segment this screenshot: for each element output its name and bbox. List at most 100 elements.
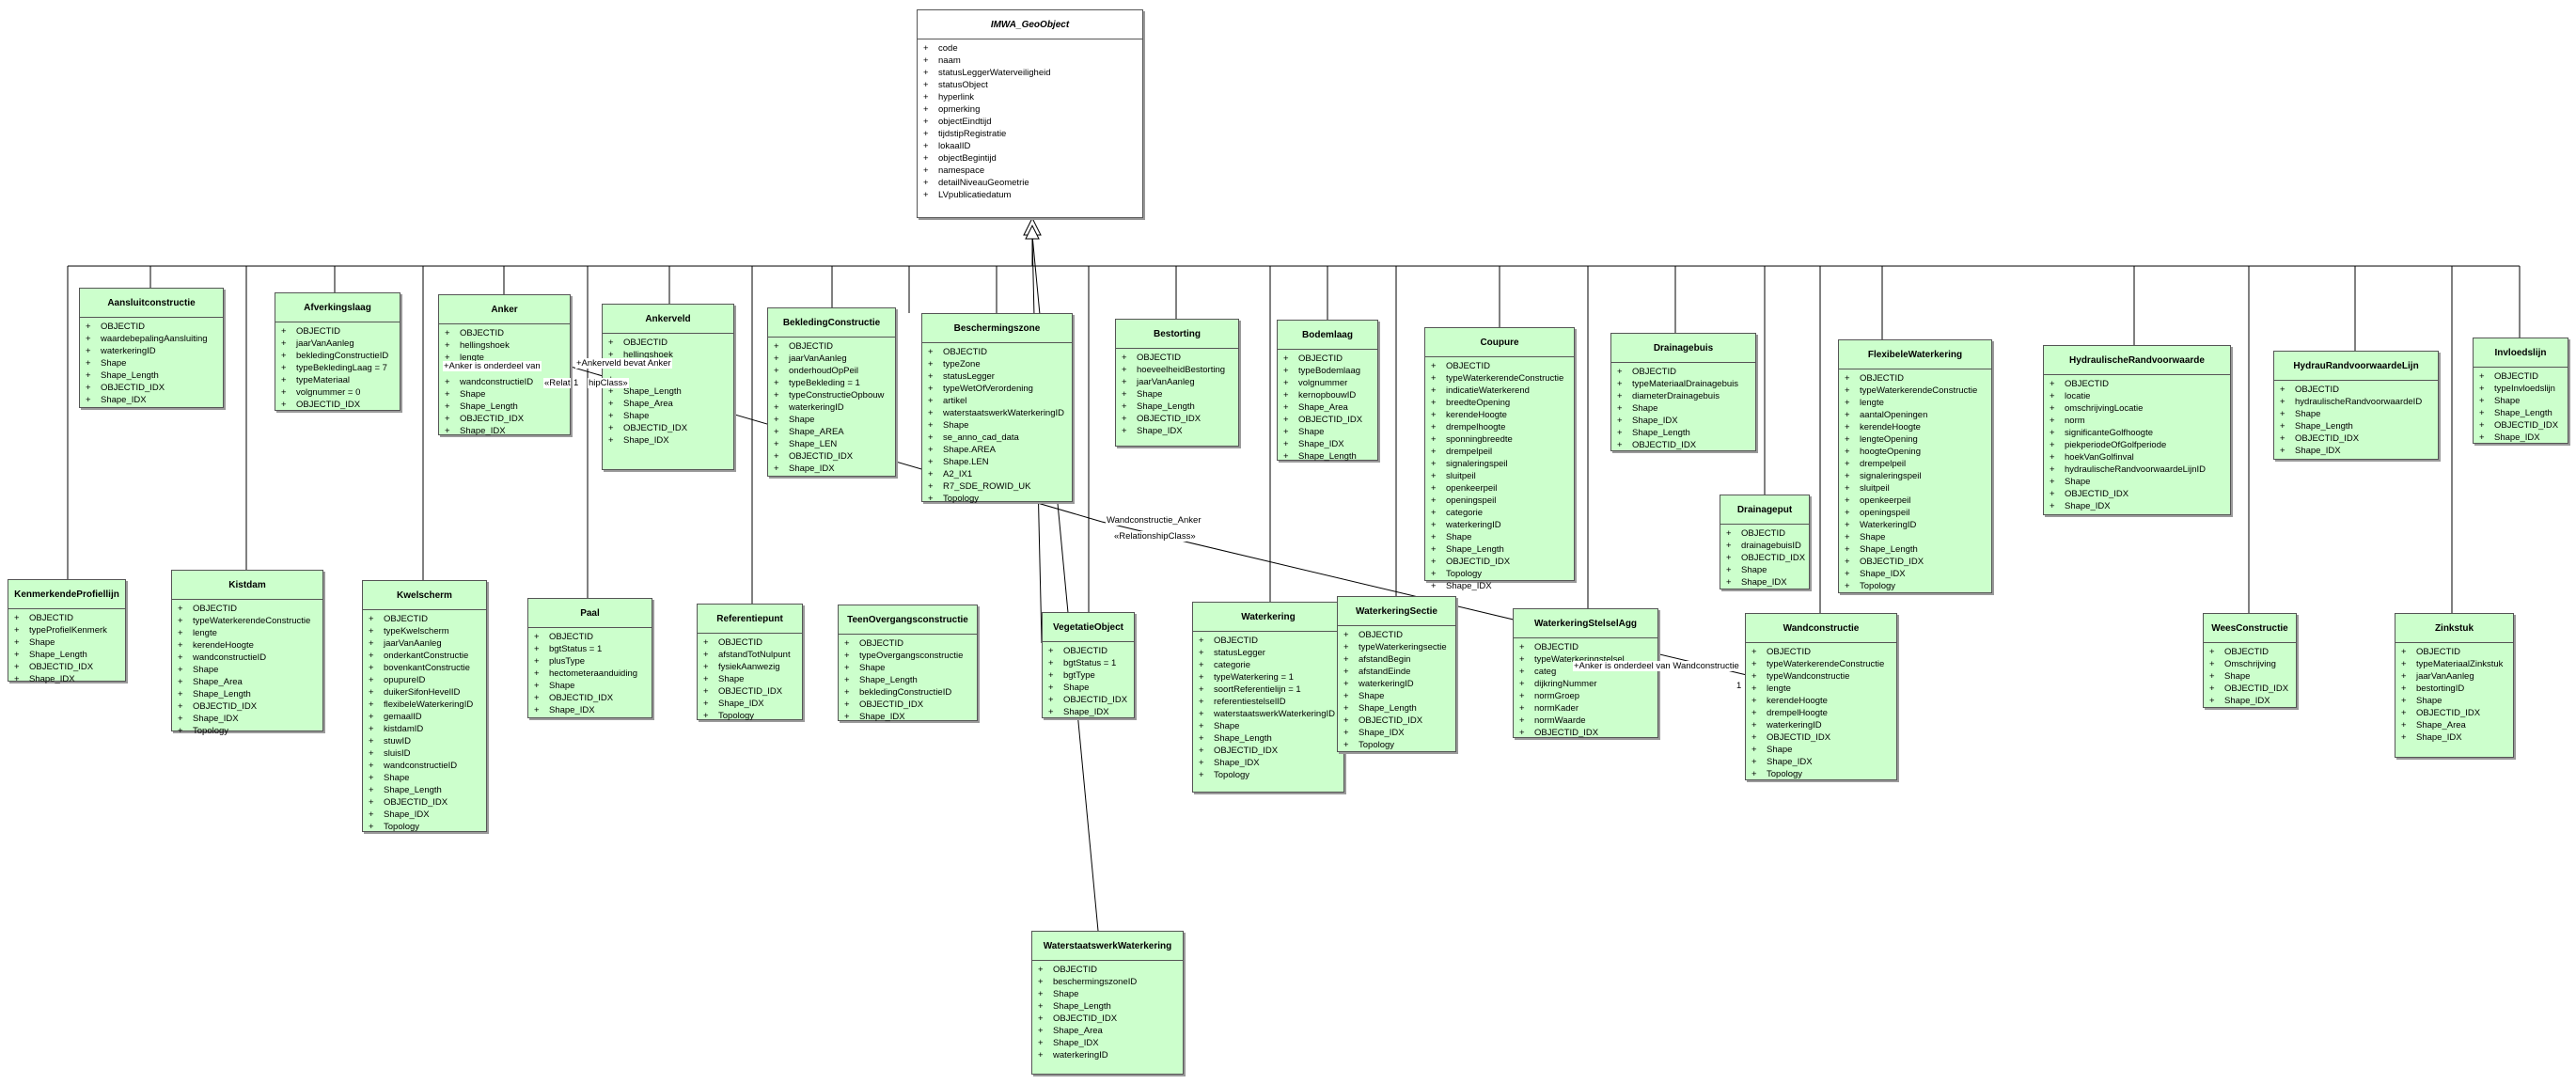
visibility-marker: + — [1431, 459, 1437, 469]
attribute-row: +Shape_IDX — [1116, 425, 1238, 437]
class-referentiepunt[interactable]: Referentiepunt +OBJECTID+afstandTotNulpu… — [697, 604, 803, 721]
attribute-name: openingspeil — [1860, 508, 1910, 518]
visibility-marker: + — [1431, 520, 1437, 530]
class-paal[interactable]: Paal +OBJECTID+bgtStatus = 1+plusType+he… — [527, 598, 652, 718]
class-imwa-geoobject[interactable]: IMWA_GeoObject +code+naam+statusLeggerWa… — [917, 9, 1143, 218]
class-wandconstructie[interactable]: Wandconstructie +OBJECTID+typeWaterkeren… — [1745, 613, 1897, 780]
visibility-marker: + — [1617, 391, 1623, 401]
visibility-marker: + — [774, 378, 779, 388]
attribute-name: OBJECTID_IDX — [1053, 1013, 1118, 1024]
attribute-row: +OBJECTID — [698, 636, 802, 649]
class-aansluitconstructie[interactable]: Aansluitconstructie +OBJECTID+waardebepa… — [79, 288, 224, 408]
class-drainagebuis[interactable]: Drainagebuis +OBJECTID+typeMateriaalDrai… — [1610, 333, 1756, 451]
class-hydraulischerandvoorwaarde[interactable]: HydraulischeRandvoorwaarde +OBJECTID+loc… — [2043, 345, 2231, 515]
class-coupure[interactable]: Coupure +OBJECTID+typeWaterkerendeConstr… — [1424, 327, 1575, 591]
attribute-row: +drempelpeil — [1839, 458, 1991, 470]
attribute-row: +aantalOpeningen — [1839, 409, 1991, 421]
attribute-list: +OBJECTID+hoeveelheidBestorting+jaarVanA… — [1116, 349, 1238, 440]
attribute-row: +kernopbouwID — [1278, 389, 1377, 401]
class-waterkeringsectie[interactable]: WaterkeringSectie +OBJECTID+typeWaterker… — [1337, 596, 1456, 752]
visibility-marker: + — [2401, 720, 2407, 731]
visibility-marker: + — [844, 663, 850, 673]
attribute-name: fysiekAanwezig — [718, 662, 780, 672]
attribute-name: afstandTotNulpunt — [718, 650, 791, 660]
attribute-name: OBJECTID — [2416, 647, 2460, 657]
attribute-name: onderhoudOpPeil — [789, 366, 858, 376]
attribute-name: Shape_IDX — [384, 809, 430, 820]
attribute-name: OBJECTID — [1298, 353, 1343, 364]
class-weesconstructie[interactable]: WeesConstructie +OBJECTID+Omschrijving+S… — [2203, 613, 2297, 708]
attribute-name: OBJECTID_IDX — [1063, 695, 1128, 705]
attribute-row: +Topology — [1839, 580, 1991, 592]
attribute-row: +opmerking — [918, 103, 1142, 116]
attribute-row: +typeBekledingLaag = 7 — [275, 362, 400, 374]
class-vegetatieobject[interactable]: VegetatieObject +OBJECTID+bgtStatus = 1+… — [1042, 612, 1135, 718]
visibility-marker: + — [1431, 434, 1437, 445]
visibility-marker: + — [86, 346, 91, 356]
attribute-row: +typeMateriaal — [275, 374, 400, 386]
attribute-row: +volgnummer = 0 — [275, 386, 400, 399]
class-bodemlaag[interactable]: Bodemlaag +OBJECTID+typeBodemlaag+volgnu… — [1277, 320, 1378, 462]
class-kwelscherm[interactable]: Kwelscherm +OBJECTID+typeKwelscherm+jaar… — [362, 580, 487, 832]
attribute-name: Shape_IDX — [2494, 432, 2540, 443]
attribute-name: Shape_IDX — [789, 463, 835, 474]
class-afverkingslaag[interactable]: Afverkingslaag +OBJECTID+jaarVanAanleg+b… — [275, 292, 401, 411]
class-kistdam[interactable]: Kistdam +OBJECTID+typeWaterkerendeConstr… — [171, 570, 323, 736]
attribute-name: OBJECTID_IDX — [1359, 715, 1423, 726]
attribute-row: +OBJECTID — [1746, 646, 1896, 658]
class-flexibelewaterkering[interactable]: FlexibeleWaterkering +OBJECTID+typeWater… — [1838, 339, 1992, 593]
visibility-marker: + — [1845, 544, 1850, 555]
attribute-name: lengte — [1860, 398, 1884, 408]
attribute-name: breedteOpening — [1446, 398, 1511, 408]
visibility-marker: + — [1726, 565, 1732, 575]
visibility-marker: + — [608, 350, 614, 360]
class-beschermingszone[interactable]: Beschermingszone +OBJECTID+typeZone+stat… — [921, 313, 1073, 504]
attribute-row: +bovenkantConstructie — [363, 662, 486, 674]
attribute-row: +Shape — [1720, 564, 1809, 576]
attribute-row: +typeWaterkeringsectie — [1338, 641, 1455, 653]
attribute-row: +Topology — [1338, 739, 1455, 751]
class-waterkering[interactable]: Waterkering +OBJECTID+statusLegger+categ… — [1192, 602, 1344, 793]
attribute-name: OBJECTID — [1446, 361, 1490, 371]
attribute-name: OBJECTID_IDX — [2416, 708, 2481, 718]
class-bekledingconstructie[interactable]: BekledingConstructie +OBJECTID+jaarVanAa… — [767, 307, 896, 477]
visibility-marker: + — [86, 322, 91, 332]
class-ankerveld[interactable]: Ankerveld +OBJECTID+hellingshoek+++Shape… — [602, 304, 734, 470]
class-waterstaatswerkwaterkering[interactable]: WaterstaatswerkWaterkering +OBJECTID+bes… — [1031, 931, 1184, 1075]
attribute-row: +Shape_LEN — [768, 438, 895, 450]
attribute-name: OBJECTID — [2224, 647, 2269, 657]
attribute-row: +plusType — [528, 655, 652, 668]
attribute-row: +lengte — [439, 352, 570, 364]
attribute-row: +Shape_IDX — [1611, 415, 1755, 427]
attribute-row: +kerendeHoogte — [1839, 421, 1991, 433]
attribute-row: +Shape_IDX — [363, 809, 486, 821]
class-bestorting[interactable]: Bestorting +OBJECTID+hoeveelheidBestorti… — [1115, 319, 1239, 447]
attribute-row: +namespace — [918, 165, 1142, 177]
visibility-marker: + — [928, 457, 934, 467]
attribute-name: OBJECTID_IDX — [296, 400, 361, 410]
attribute-name: Shape_IDX — [2295, 446, 2341, 456]
attribute-name: Shape.AREA — [943, 445, 996, 455]
attribute-row: +referentiestelselID — [1193, 696, 1343, 708]
attribute-name: Shape — [2416, 696, 2442, 706]
attribute-row: +Shape_Length — [603, 385, 733, 398]
attribute-name: typeWaterkerendeConstructie — [193, 616, 311, 626]
attribute-list: +OBJECTID+typeBodemlaag+volgnummer+kerno… — [1278, 350, 1377, 465]
class-drainageput[interactable]: Drainageput +OBJECTID+drainagebuisID+OBJ… — [1720, 495, 1810, 589]
attribute-row: +sluisID — [363, 747, 486, 760]
class-waterkeringstelselagg[interactable]: WaterkeringStelselAgg +OBJECTID+typeWate… — [1513, 608, 1658, 738]
visibility-marker: + — [1283, 451, 1289, 462]
attribute-name: Shape — [2065, 477, 2091, 487]
attribute-name: kerendeHoogte — [1446, 410, 1507, 420]
class-kenmerkendeprofiellijn[interactable]: KenmerkendeProfiellijn +OBJECTID+typePro… — [8, 579, 126, 684]
class-teenovergangsconstructie[interactable]: TeenOvergangsconstructie +OBJECTID+typeO… — [838, 605, 978, 722]
attribute-name: Shape_IDX — [460, 426, 506, 436]
attribute-name: hellingshoek — [623, 350, 673, 360]
class-zinkstuk[interactable]: Zinkstuk +OBJECTID+typeMateriaalZinkstuk… — [2395, 613, 2514, 758]
visibility-marker: + — [86, 358, 91, 369]
attribute-row: +wandconstructieID — [172, 652, 322, 664]
visibility-marker: + — [923, 117, 929, 127]
class-hydraurandvoorwaardelijn[interactable]: HydrauRandvoorwaardeLijn +OBJECTID+hydra… — [2273, 351, 2439, 460]
class-invloedslijn[interactable]: Invloedslijn +OBJECTID+typeInvloedslijn+… — [2473, 338, 2568, 444]
attribute-row: +OBJECTID — [1278, 353, 1377, 365]
